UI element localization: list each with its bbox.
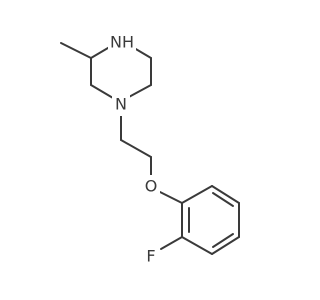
- bond-ch2-ch2: [120, 139, 152, 158]
- bond-ar-double-1: [212, 192, 234, 207]
- bond-ar-5: [181, 236, 213, 255]
- atom-label-nh: NH: [108, 30, 136, 52]
- piperazine-ring: [90, 44, 152, 99]
- atom-o-text: O: [145, 177, 158, 196]
- atom-nh-text: NH: [110, 33, 134, 52]
- atom-n-text: N: [115, 95, 127, 114]
- atom-label-o: O: [142, 175, 160, 197]
- fluorophenyl-ring: [181, 185, 240, 255]
- atom-f-text: F: [146, 247, 155, 266]
- bond-n-c5: [126, 84, 152, 99]
- ethylene-linker: [120, 113, 152, 178]
- bond-ar-1: [181, 185, 213, 204]
- chemical-structure-diagram: NH N O F: [60, 30, 240, 267]
- atom-label-f: F: [143, 245, 159, 267]
- bond-ar-2: [211, 185, 240, 204]
- bond-ar-double-2: [212, 233, 234, 248]
- bond-ar-4: [211, 236, 240, 255]
- bond-c-f: [160, 236, 183, 250]
- bond-methyl: [60, 42, 92, 59]
- atom-label-n: N: [112, 94, 130, 116]
- bond-o-aryl: [159, 191, 183, 204]
- bond-c3-n: [90, 84, 114, 99]
